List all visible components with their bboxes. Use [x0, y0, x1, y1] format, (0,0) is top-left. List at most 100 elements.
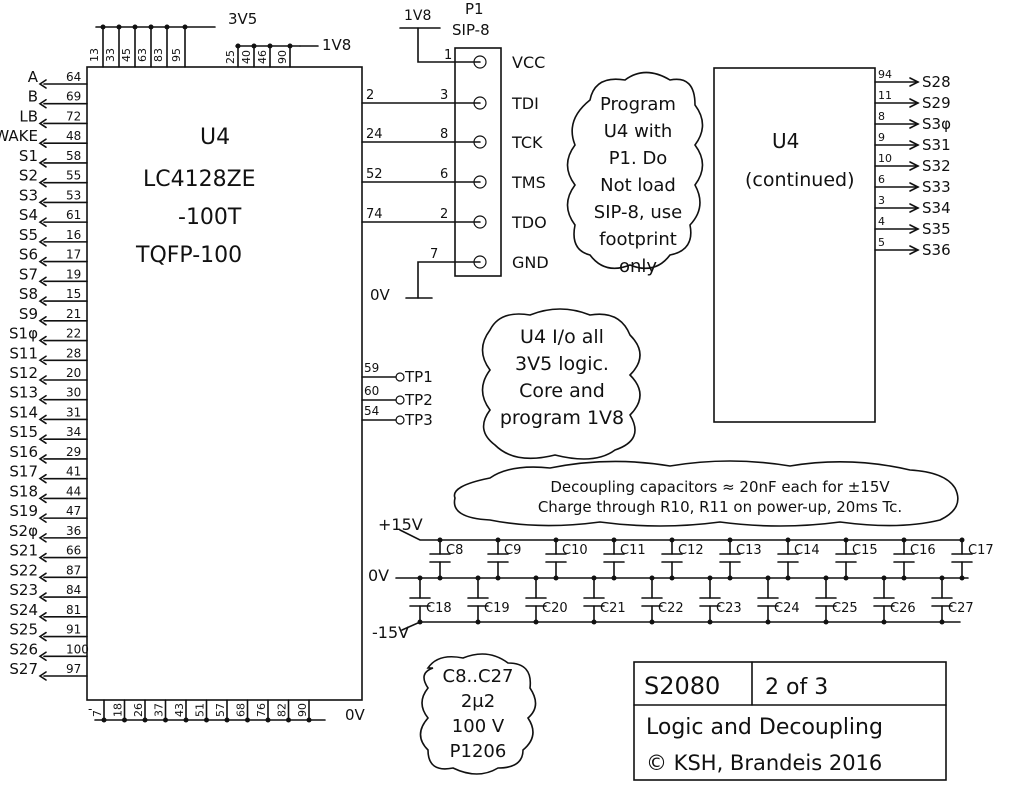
arrow-icon [38, 473, 47, 484]
pin-number-left: 47 [66, 504, 81, 518]
cap-ref-bottom: C23 [716, 601, 742, 616]
drawing-title: Logic and Decoupling [646, 715, 883, 740]
testpoint-circle [395, 415, 405, 425]
signal-label-u4b: S35 [922, 220, 951, 238]
p1-ref: P1 [465, 0, 484, 18]
cap-ref-top: C9 [504, 543, 521, 558]
p1-pin-number: 2 [440, 207, 448, 222]
note-decoupling-line: Charge through R10, R11 on power-up, 20m… [538, 498, 902, 516]
arrow-icon [38, 414, 47, 425]
junction-dot [235, 43, 241, 49]
junction-dot [224, 717, 230, 723]
pin-number-right: 2 [366, 88, 374, 103]
pin-number-left: 16 [66, 228, 81, 242]
junction-dot [553, 537, 559, 543]
testpoint-circle [395, 372, 405, 382]
arrow-icon [38, 98, 47, 109]
arrow-icon [38, 316, 47, 326]
pin-number-left: 72 [66, 109, 81, 123]
signal-label-left: A [28, 68, 39, 86]
title-block: S2080 2 of 3 Logic and Decoupling © KSH,… [633, 661, 947, 781]
pin-number-u4b: 94 [878, 68, 892, 81]
cap-ref-top: C16 [910, 543, 936, 558]
arrow-icon [909, 161, 920, 171]
signal-label-left: S11 [9, 344, 38, 362]
p1-pin-number: 6 [440, 167, 448, 182]
junction-dot [251, 43, 257, 49]
arrow-icon [38, 296, 47, 306]
arrow-icon [909, 203, 920, 213]
p1-pin-number: 8 [440, 127, 448, 142]
cap-ref-bottom: C20 [542, 601, 568, 616]
note-program-line: only [619, 256, 657, 277]
signal-label-left: S14 [9, 403, 38, 421]
signal-label-left: S18 [9, 482, 38, 500]
pin-number-left: 97 [66, 662, 81, 676]
pin-number-left: 19 [66, 267, 81, 281]
cloud-outline-cap [419, 653, 537, 775]
note-io-line: U4 I/o all [520, 326, 604, 348]
junction-dot [611, 537, 617, 543]
junction-dot [495, 537, 501, 543]
pin-number-left: 15 [66, 287, 81, 301]
junction-dot [939, 619, 945, 625]
signal-label-left: S19 [9, 502, 38, 520]
pin-number-bottom: 82 [276, 703, 289, 717]
u4b-title: U4 [772, 129, 799, 153]
signal-label-u4b: S29 [922, 94, 951, 112]
junction-dot [183, 717, 189, 723]
pin-number-left: 30 [66, 386, 81, 400]
pin-number-left: 31 [66, 405, 81, 419]
rail-pos-wire [399, 529, 961, 541]
sheet-number: 2 of 3 [765, 675, 828, 700]
junction-dot [101, 717, 107, 723]
pin-number-left: 61 [66, 208, 81, 222]
cap-note-line: P1206 [450, 741, 507, 762]
pin-number-left: 17 [66, 248, 81, 262]
signal-label-u4b: S34 [922, 199, 951, 217]
pin-number-3v5: 95 [170, 48, 183, 62]
pin-number-3v5: 83 [152, 48, 165, 62]
pin-number-left: 58 [66, 149, 81, 163]
note-program-line: U4 with [604, 121, 673, 142]
note-program-line: Program [600, 94, 676, 115]
pin-number-u4b: 9 [878, 131, 885, 144]
pin-number-bottom: 68 [235, 703, 248, 717]
note-decoupling-line: Decoupling capacitors ≈ 20nF each for ±1… [550, 478, 890, 496]
pin-number-left: 44 [66, 484, 81, 498]
signal-label-left: S1 [19, 147, 38, 165]
pin-number-3v5: 45 [120, 48, 133, 62]
u4-part: LC4128ZE [143, 167, 256, 192]
signal-label-left: S7 [19, 265, 38, 283]
junction-dot [163, 717, 168, 723]
cap-ref-bottom: C24 [774, 601, 800, 616]
signal-label-left: S8 [19, 285, 38, 303]
note-io-line: program 1V8 [500, 407, 624, 429]
junction-dot [286, 717, 291, 723]
p1-pin-name: TDI [511, 94, 539, 113]
title-block-frame [633, 661, 947, 781]
rail-neg-label: -15V [372, 623, 409, 642]
arrow-icon [38, 592, 47, 602]
pin-number-left: 66 [66, 544, 81, 558]
junction-dot [669, 575, 675, 581]
bottom-dash: - [88, 702, 92, 716]
junction-dot [475, 619, 481, 625]
pin-number-u4b: 10 [878, 152, 892, 165]
p1-pin-circle [473, 55, 487, 69]
p1-type: SIP-8 [452, 21, 490, 39]
arrow-icon [38, 256, 47, 267]
signal-label-u4b: S33 [922, 178, 951, 196]
junction-dot [495, 575, 501, 581]
label-3v5: 3V5 [228, 10, 257, 28]
junction-dot [823, 575, 829, 581]
cap-ref-bottom: C27 [948, 601, 974, 616]
drawing-number: S2080 [644, 672, 720, 700]
arrow-icon [38, 513, 47, 523]
label-0v-bottom: 0V [345, 706, 366, 724]
rail-zero-label: 0V [368, 566, 389, 585]
u4-suffix: -100T [178, 205, 242, 230]
signal-label-left: S9 [19, 305, 38, 323]
